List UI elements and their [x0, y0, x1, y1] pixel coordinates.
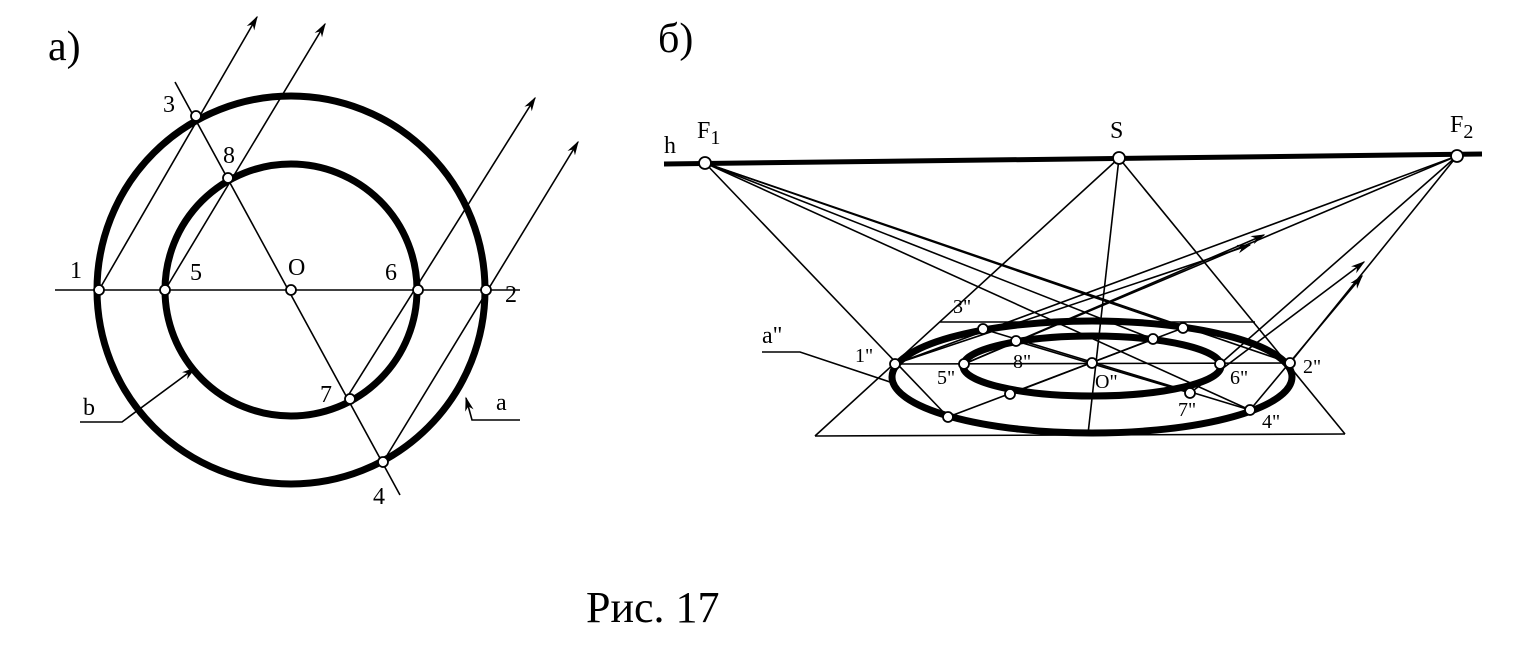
diagonal-8-7 [1015, 340, 1191, 394]
arrow-line-4 [1249, 274, 1363, 411]
leader-b [80, 367, 197, 423]
central-ray [1087, 157, 1120, 435]
point-3 [190, 110, 202, 122]
label-s: S [1110, 118, 1123, 144]
ray-f1-a [704, 162, 949, 418]
panel-b-label: б) [658, 16, 693, 62]
label-1pp: 1" [855, 345, 873, 367]
point-center-opp [1086, 357, 1098, 369]
point-extra-4 [1004, 388, 1016, 400]
point-8 [222, 172, 234, 184]
label-5pp: 5" [937, 367, 955, 389]
point-2pp [1284, 357, 1296, 369]
point-extra-3 [1147, 333, 1159, 345]
point-s [1112, 151, 1126, 165]
panel-a: а) 1 2 3 4 5 6 7 8 O b a [48, 15, 579, 510]
label-f2: F2 [1450, 112, 1473, 143]
label-7: 7 [320, 382, 332, 408]
point-2 [480, 284, 492, 296]
label-3pp: 3" [953, 296, 971, 318]
point-7pp [1184, 387, 1196, 399]
label-2pp: 2" [1303, 356, 1321, 378]
outer-ellipse-a [888, 317, 1296, 437]
label-h: h [664, 133, 676, 159]
point-6 [412, 284, 424, 296]
point-6pp [1214, 358, 1226, 370]
direction-line-1 [98, 15, 258, 291]
triangle-right-side [1118, 157, 1346, 435]
point-f1 [698, 156, 712, 170]
ray-f2-c [1219, 155, 1458, 365]
point-3pp [977, 323, 989, 335]
leader-a-double-prime [762, 351, 894, 384]
arrow-line-1 [894, 244, 1252, 365]
label-6pp: 6" [1230, 367, 1248, 389]
direction-line-7 [345, 96, 536, 400]
label-f1: F1 [697, 118, 720, 149]
label-1: 1 [70, 258, 82, 284]
label-6: 6 [385, 260, 397, 286]
horizon-line-h [663, 151, 1483, 167]
label-a-double-prime: a" [762, 323, 782, 349]
ray-f1-d [704, 162, 1154, 340]
label-4: 4 [373, 484, 385, 510]
leader-a [465, 396, 520, 421]
diagonal-cross-inner [1009, 338, 1154, 395]
label-b: b [83, 395, 95, 421]
label-4pp: 4" [1262, 411, 1280, 433]
point-5pp [958, 358, 970, 370]
point-1 [93, 284, 105, 296]
ray-f1-b [704, 162, 1251, 411]
point-5 [159, 284, 171, 296]
point-7 [344, 393, 356, 405]
label-8: 8 [223, 143, 235, 169]
point-f2 [1450, 149, 1464, 163]
direction-line-5 [164, 22, 326, 291]
point-8pp [1010, 335, 1022, 347]
figure-caption: Рис. 17 [586, 583, 720, 632]
panel-a-label: а) [48, 24, 81, 70]
point-extra-1 [942, 411, 954, 423]
label-a: a [496, 390, 507, 416]
point-extra-2 [1177, 322, 1189, 334]
label-2: 2 [505, 282, 517, 308]
label-7pp: 7" [1178, 399, 1196, 421]
direction-line-4 [382, 140, 579, 463]
label-5: 5 [190, 260, 202, 286]
point-1pp [889, 358, 901, 370]
label-3: 3 [163, 92, 175, 118]
point-center-o [285, 284, 297, 296]
point-4 [377, 456, 389, 468]
label-o: O [288, 255, 305, 281]
point-4pp [1244, 404, 1256, 416]
panel-b: б) [658, 16, 1483, 437]
label-opp: O" [1095, 371, 1118, 393]
triangle-left-side [814, 157, 1120, 437]
label-8pp: 8" [1013, 351, 1031, 373]
